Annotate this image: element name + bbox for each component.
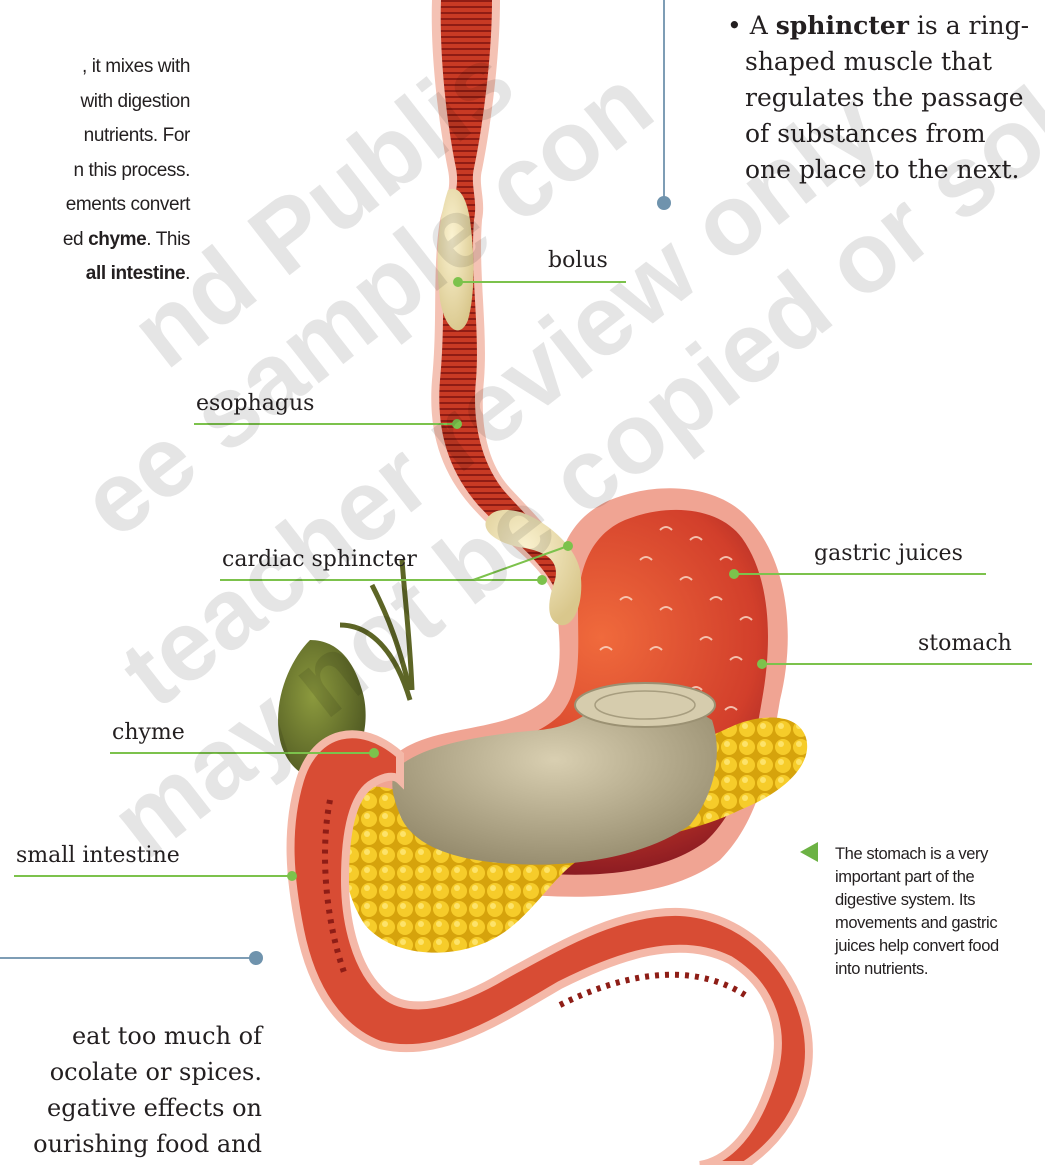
left-paragraph-line: ed chyme. This xyxy=(0,223,190,258)
left-paragraph-line: ements convert xyxy=(0,188,190,223)
left-paragraph-line: n this process. xyxy=(0,154,190,189)
left-paragraph: , it mixes with with digestion nutrients… xyxy=(0,50,190,292)
definition-line: • A sphincter is a ring- xyxy=(727,8,1029,44)
left-paragraph-line: with digestion xyxy=(0,85,190,120)
text-span: . This xyxy=(146,229,190,250)
caption-marker xyxy=(800,842,818,862)
text-span: ed xyxy=(63,229,88,250)
caption-line: into nutrients. xyxy=(835,958,1045,981)
bottom-paragraph-line: eat too much of xyxy=(0,1018,262,1054)
definition-line: one place to the next. xyxy=(727,152,1029,188)
chyme-top xyxy=(575,683,715,727)
caption-line: The stomach is a very xyxy=(835,843,1045,866)
definition-line: of substances from xyxy=(727,116,1029,152)
bottom-paragraph: eat too much of ocolate or spices. egati… xyxy=(0,1018,262,1162)
text-span: . xyxy=(185,263,190,284)
label-chyme: chyme xyxy=(112,720,185,745)
bottom-paragraph-line: egative effects on xyxy=(0,1090,262,1126)
label-esophagus: esophagus xyxy=(196,391,314,416)
divider-dot-top xyxy=(657,196,671,210)
text-span: is a ring- xyxy=(909,11,1029,40)
term-chyme: chyme xyxy=(88,229,146,250)
caption-line: movements and gastric xyxy=(835,912,1045,935)
left-paragraph-line: , it mixes with xyxy=(0,50,190,85)
bottom-paragraph-line: ocolate or spices. xyxy=(0,1054,262,1090)
left-paragraph-line: nutrients. For xyxy=(0,119,190,154)
bottom-paragraph-line: ourishing food and xyxy=(0,1126,262,1162)
caption-line: important part of the xyxy=(835,866,1045,889)
label-cardiac-sphincter: cardiac sphincter xyxy=(222,547,417,572)
caption-line: juices help convert food xyxy=(835,935,1045,958)
text-span: A xyxy=(750,11,776,40)
definition-line: regulates the passage xyxy=(727,80,1029,116)
term-small-intestine: all intestine xyxy=(86,263,185,284)
definition-line: shaped muscle that xyxy=(727,44,1029,80)
label-gastric-juices: gastric juices xyxy=(814,541,963,566)
term-sphincter: sphincter xyxy=(776,11,909,40)
left-paragraph-line: all intestine. xyxy=(0,257,190,292)
label-stomach: stomach xyxy=(918,631,1012,656)
figure-caption: The stomach is a very important part of … xyxy=(835,843,1045,981)
label-bolus: bolus xyxy=(548,248,608,273)
bolus-lower xyxy=(485,510,581,625)
sphincter-definition: • A sphincter is a ring- shaped muscle t… xyxy=(727,8,1029,188)
label-small-intestine: small intestine xyxy=(16,843,180,868)
divider-dot-bottom xyxy=(249,951,263,965)
caption-line: digestive system. Its xyxy=(835,889,1045,912)
bullet: • xyxy=(727,11,742,40)
